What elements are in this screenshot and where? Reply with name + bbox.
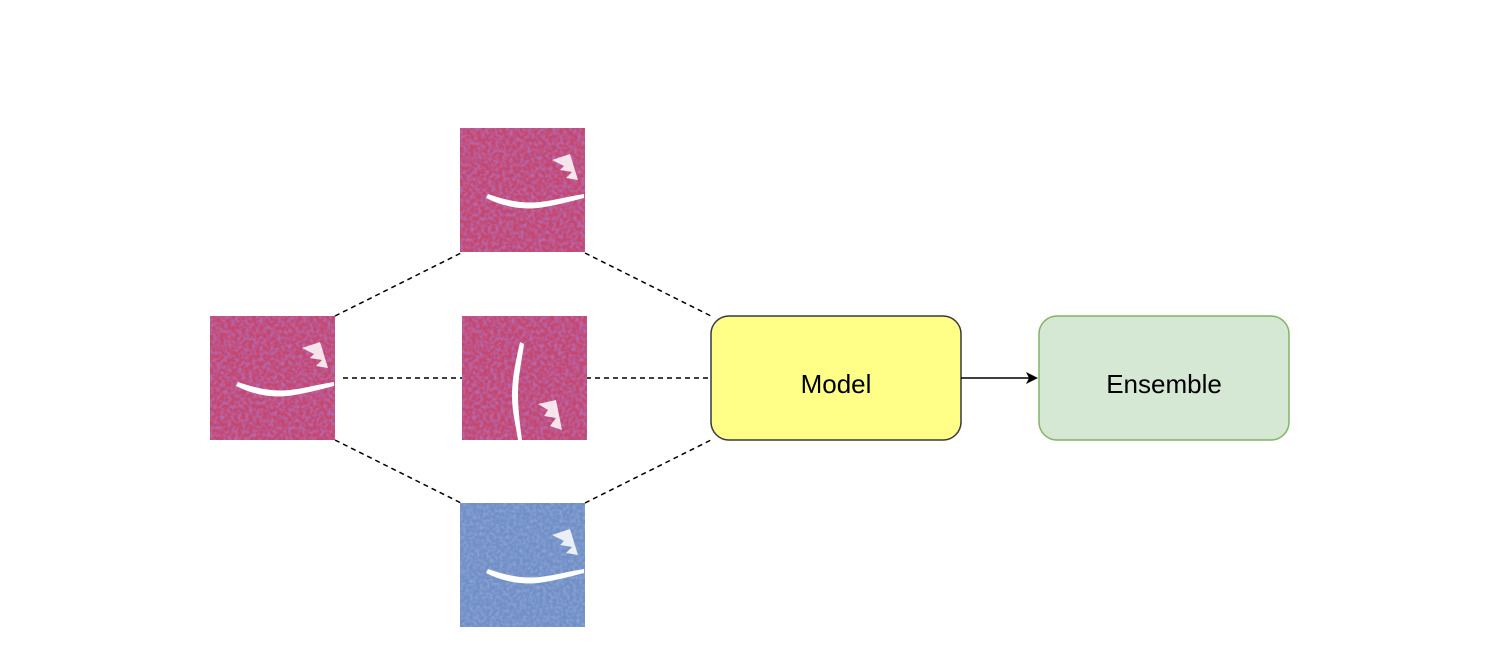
ensemble-box <box>1038 315 1290 441</box>
ensemble-label: Ensemble <box>1106 369 1222 399</box>
tissue-tile-augmented-top <box>460 128 585 252</box>
tissue-tile-original <box>210 316 335 440</box>
model-label: Model <box>801 369 872 399</box>
tissue-tile-augmented-recolored <box>460 503 585 627</box>
connectors <box>334 252 712 504</box>
connector-original-to-top <box>334 252 462 317</box>
connector-original-to-bottom <box>334 439 462 504</box>
model-node[interactable]: Model <box>710 315 962 441</box>
connector-top-to-model <box>584 252 712 317</box>
connector-bottom-to-model <box>584 439 712 504</box>
ensemble-node[interactable]: Ensemble <box>1038 315 1290 441</box>
tissue-tile-augmented-rotated <box>462 316 587 440</box>
